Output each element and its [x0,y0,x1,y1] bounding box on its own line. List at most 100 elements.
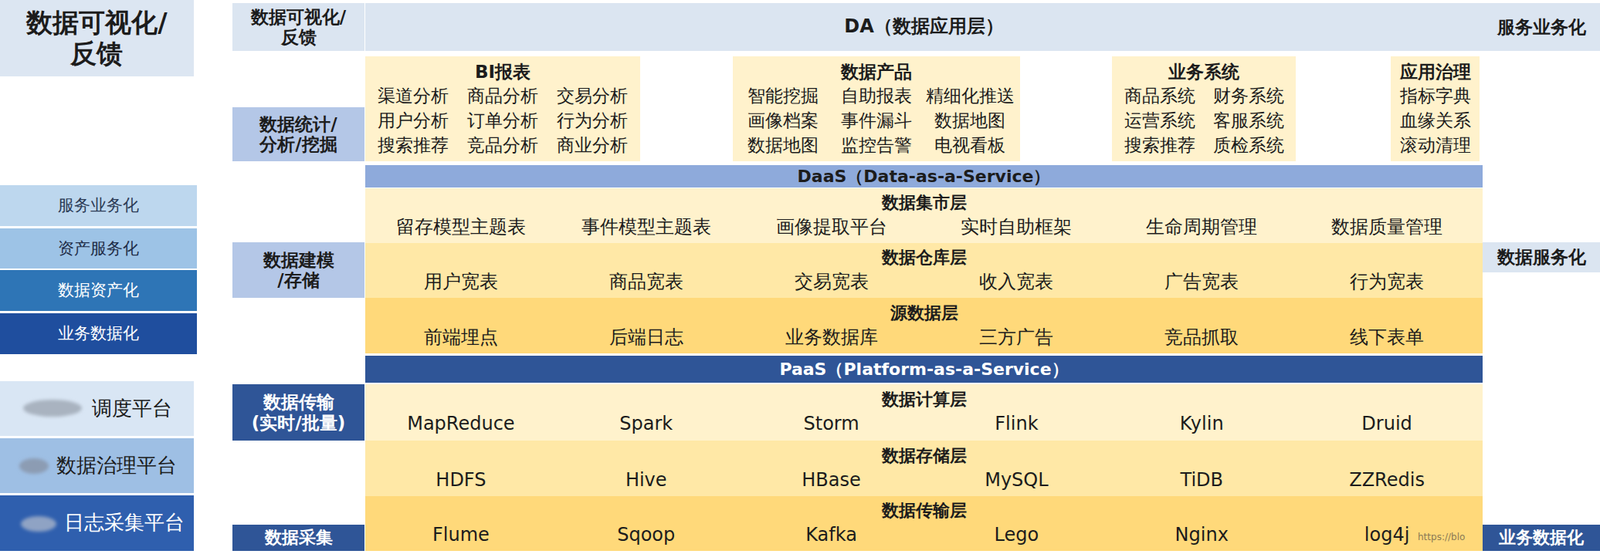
box-label: 服务业务化 [57,196,139,215]
box-label: 数据资产化 [57,281,139,300]
layer-item: Kylin [1108,413,1295,436]
app-item: 质检系统 [1203,135,1293,157]
platform-name: 日志采集平台 [64,511,185,536]
service-bar: DaaS（Data-as-a-Service） [365,165,1483,188]
platform-box: 日志采集平台 [0,495,194,552]
layer-title: 数据传输层 [368,501,1480,522]
box-label: 数据服务化 [1497,247,1587,268]
app-item: 搜索推荐 [368,135,458,157]
layer-title: 数据仓库层 [368,247,1480,268]
layer-item: 生命周期管理 [1108,216,1295,239]
box-label: 业务数据化 [1498,528,1584,548]
layer-item: Flink [923,413,1109,436]
layer-title: 源数据层 [368,303,1480,324]
layer-band: 数据存储层HDFSHiveHBaseMySQLTiDBZZRedis [365,440,1483,497]
layer-item: 三方广告 [923,326,1109,350]
layer-item: 线下表单 [1294,326,1480,350]
stage-box: 服务业务化 [0,185,197,227]
layer-item: 实时自助框架 [923,216,1109,239]
group-heading: 应用治理 [1393,61,1477,84]
app-group: BI报表渠道分析商品分析交易分析用户分析订单分析行为分析搜索推荐竞品分析商业分析 [365,56,641,162]
layer-item: Druid [1294,413,1480,436]
app-item: 运营系统 [1115,110,1204,133]
box-label: 数据建模/存储 [263,250,335,292]
side-tag: 服务业务化 [1482,3,1600,51]
item-grid: 前端埋点后端日志业务数据库三方广告竞品抓取线下表单 [368,326,1480,350]
app-item: 用户分析 [368,110,458,133]
layer-item: Spark [553,413,739,436]
platform-box: 数据治理平台 [0,438,194,494]
stage-box: 业务数据化 [0,313,197,355]
item-grid: 用户宽表商品宽表交易宽表收入宽表广告宽表行为宽表 [368,271,1480,294]
box-label: 服务业务化 [1497,16,1587,38]
box-label: 数据传输(实时/批量) [251,392,346,434]
item-grid: 商品系统财务系统运营系统客服系统搜索推荐质检系统 [1115,85,1293,156]
phase-box: 数据可视化/反馈 [232,3,365,51]
app-item: 数据地图 [735,135,830,157]
layer-item: HDFS [368,469,554,492]
app-group: 业务系统商品系统财务系统运营系统客服系统搜索推荐质检系统 [1111,56,1296,162]
layer-item: 事件模型主题表 [553,216,739,239]
group-heading: 数据产品 [735,61,1017,84]
side-tag: 业务数据化 [1482,525,1600,552]
layer-band: 源数据层前端埋点后端日志业务数据库三方广告竞品抓取线下表单 [365,298,1483,354]
stage-box: 数据资产化 [0,270,197,312]
box-label: 数据统计/分析/挖掘 [259,114,337,156]
layer-item: Sqoop [553,524,739,547]
app-item: 行为分析 [547,110,638,133]
layer-item: 行为宽表 [1294,271,1480,294]
layer-title: 数据计算层 [368,389,1480,411]
app-item: 事件漏斗 [829,110,923,133]
app-group: 数据产品智能挖掘自助报表精细化推送画像档案事件漏斗数据地图数据地图监控告警电视看… [732,56,1021,162]
layer-item: 画像提取平台 [738,216,925,239]
app-item: 精细化推送 [923,85,1017,108]
layer-title: 数据集市层 [368,193,1480,214]
layer-item: 广告宽表 [1108,271,1295,294]
app-item: 商业分析 [547,135,638,157]
box-label: 数据采集 [264,528,333,548]
item-grid: 指标字典血缘关系滚动清理 [1393,85,1477,156]
group-heading: BI报表 [368,61,638,84]
item-grid: 渠道分析商品分析交易分析用户分析订单分析行为分析搜索推荐竞品分析商业分析 [368,85,638,156]
item-grid: MapReduceSparkStormFlinkKylinDruid [368,413,1480,436]
phase-box: 数据传输(实时/批量) [232,384,365,441]
service-bar: PaaS（Platform-as-a-Service） [365,355,1483,384]
app-item: 监控告警 [829,135,923,157]
platform-name: 数据治理平台 [56,454,177,478]
layer-band: 数据计算层MapReduceSparkStormFlinkKylinDruid [365,384,1483,441]
layer-title: 数据存储层 [368,446,1480,467]
layer-item: 业务数据库 [738,326,925,350]
app-item: 财务系统 [1203,85,1293,108]
layer-item: 数据质量管理 [1294,216,1480,239]
box-label: DA（数据应用层） [844,16,1004,38]
app-item: 渠道分析 [368,85,458,108]
platform-box: 调度平台 [0,381,194,437]
group-heading: 业务系统 [1115,61,1293,84]
box-label: PaaS（Platform-as-a-Service） [779,359,1068,380]
item-grid: 智能挖掘自助报表精细化推送画像档案事件漏斗数据地图数据地图监控告警电视看板 [735,85,1017,156]
layer-item: Storm [738,413,925,436]
app-item: 订单分析 [457,110,548,133]
layer-band: 数据集市层留存模型主题表事件模型主题表画像提取平台实时自助框架生命周期管理数据质… [365,188,1483,244]
layer-item: 交易宽表 [738,271,925,294]
phase-box: 数据采集 [232,525,365,552]
app-item: 客服系统 [1203,110,1293,133]
app-item: 画像档案 [735,110,830,133]
phase-box: 数据统计/分析/挖掘 [232,107,365,162]
app-item: 数据地图 [923,110,1017,133]
box-label: 数据可视化/反馈 [26,7,167,68]
layer-item: Nginx [1108,524,1295,547]
redaction-blur [23,400,82,417]
app-item: 搜索推荐 [1115,135,1204,157]
layer-item: 前端埋点 [368,326,554,350]
layer-item: MapReduce [368,413,554,436]
item-grid: HDFSHiveHBaseMySQLTiDBZZRedis [368,469,1480,492]
layer-item: Flume [368,524,554,547]
stage-box: 资产服务化 [0,228,197,269]
layer-item: 竞品抓取 [1108,326,1295,350]
platform-name: 调度平台 [91,397,173,421]
app-item: 商品分析 [457,85,548,108]
layer-header: DA（数据应用层） [365,3,1483,51]
layer-item: 商品宽表 [553,271,739,294]
